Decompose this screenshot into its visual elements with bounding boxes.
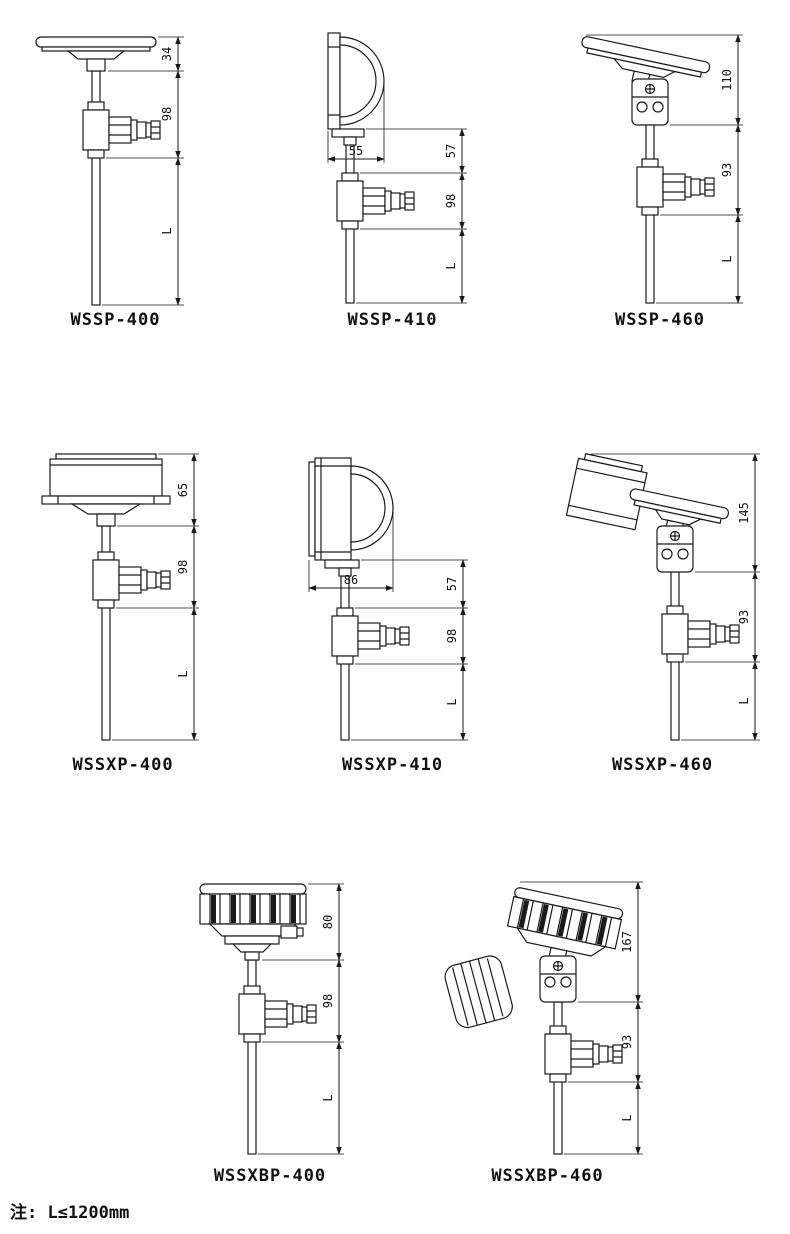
swivel-joint (631, 78, 669, 126)
dim-label: 167 (620, 931, 634, 953)
figure-wssxp-460: 145 93 L WSSXP-460 (555, 450, 770, 775)
dimension-lines: 110 93 L (586, 34, 743, 304)
dim-label: L (321, 1094, 335, 1101)
dimension-lines: 86 57 98 L (308, 508, 468, 741)
tilted-box-dial-head (565, 453, 730, 535)
union-fitting (331, 607, 410, 665)
dim-label: 98 (176, 560, 190, 574)
tilted-dial-head (581, 36, 711, 85)
explosion-proof-head (199, 883, 307, 961)
figure-wssp-400: 34 98 L WSSP-400 (28, 25, 203, 330)
drawing-wssp-400: 34 98 L (35, 36, 184, 306)
union-fitting (336, 172, 415, 230)
dim-label: 57 (444, 144, 458, 158)
dim-label: L (160, 227, 174, 234)
junction-box-head-side (308, 457, 394, 577)
swivel-joint (656, 525, 694, 573)
dim-label: 98 (160, 107, 174, 121)
union-fitting (544, 1025, 623, 1083)
dim-label: 93 (737, 610, 751, 624)
drawing-wssxp-410: 86 57 98 L (308, 457, 468, 741)
dim-label: 93 (620, 1035, 634, 1049)
dim-label: L (720, 255, 734, 262)
drawing-wssp-460: 110 93 L (581, 34, 743, 304)
junction-box-head (41, 453, 171, 527)
figure-wssp-460: 110 93 L WSSP-460 (560, 25, 760, 330)
dim-label: 65 (176, 483, 190, 497)
dial-head (35, 36, 157, 72)
figure-caption: WSSXP-410 (341, 755, 444, 775)
figure-caption: WSSP-410 (347, 310, 438, 330)
figure-caption: WSSXBP-400 (213, 1166, 327, 1186)
drawing-wssxp-400: 65 98 L (41, 453, 199, 741)
dim-label: 34 (160, 47, 174, 61)
figure-wssxbp-400: 80 98 L WSSXBP-400 (175, 878, 365, 1186)
drawing-wssxp-460: 145 93 L (565, 453, 760, 741)
figure-caption: WSSXP-460 (611, 755, 714, 775)
dim-label: L (176, 670, 190, 677)
dimension-lines: 55 57 98 L (327, 83, 467, 304)
union-fitting (92, 551, 171, 609)
dim-label: L (444, 262, 458, 269)
dimension-lines: 167 93 L (520, 881, 643, 1155)
dim-label: 98 (321, 994, 335, 1008)
figure-caption: WSSP-460 (615, 310, 705, 330)
dim-label: 145 (737, 502, 751, 524)
drawing-wssp-410: 55 57 98 L (327, 32, 467, 304)
figure-caption: WSSXBP-460 (491, 1166, 604, 1186)
dial-head-side (327, 32, 385, 146)
dimension-lines: 65 98 L (112, 453, 199, 741)
length-note: 注: L≤1200mm (10, 1203, 130, 1223)
union-fitting (82, 101, 161, 159)
dimension-lines: 145 93 L (591, 453, 760, 741)
dim-label: 93 (720, 163, 734, 177)
union-fitting (636, 158, 715, 216)
dimension-lines: 80 98 L (258, 883, 344, 1155)
union-fitting (661, 605, 740, 663)
dim-label: 86 (344, 573, 358, 587)
drawing-wssxbp-460: 167 93 L (444, 881, 643, 1155)
dim-label: 98 (444, 194, 458, 208)
swiveled-head-front-view (444, 955, 513, 1029)
figure-wssxbp-460: 167 93 L WSSXBP-460 (440, 878, 655, 1186)
dim-label: 110 (720, 69, 734, 91)
dim-label: 57 (445, 577, 459, 591)
dim-label: L (445, 698, 459, 705)
figure-caption: WSSP-400 (70, 310, 161, 330)
figure-wssxp-410: 86 57 98 L WSSXP-410 (295, 450, 490, 775)
figure-wssp-410: 55 57 98 L WSSP-410 (300, 25, 485, 330)
dim-label: 98 (445, 629, 459, 643)
figure-caption: WSSXP-400 (72, 755, 174, 775)
dim-label: 55 (349, 144, 363, 158)
figure-wssxp-400: 65 98 L WSSXP-400 (28, 450, 218, 775)
dim-label: L (620, 1114, 634, 1121)
dimension-lines: 34 98 L (102, 36, 184, 306)
dim-label: 80 (321, 915, 335, 929)
drawing-wssxbp-400: 80 98 L (199, 883, 344, 1155)
union-fitting (238, 985, 317, 1043)
dim-label: L (737, 697, 751, 704)
swivel-joint (539, 955, 577, 1003)
